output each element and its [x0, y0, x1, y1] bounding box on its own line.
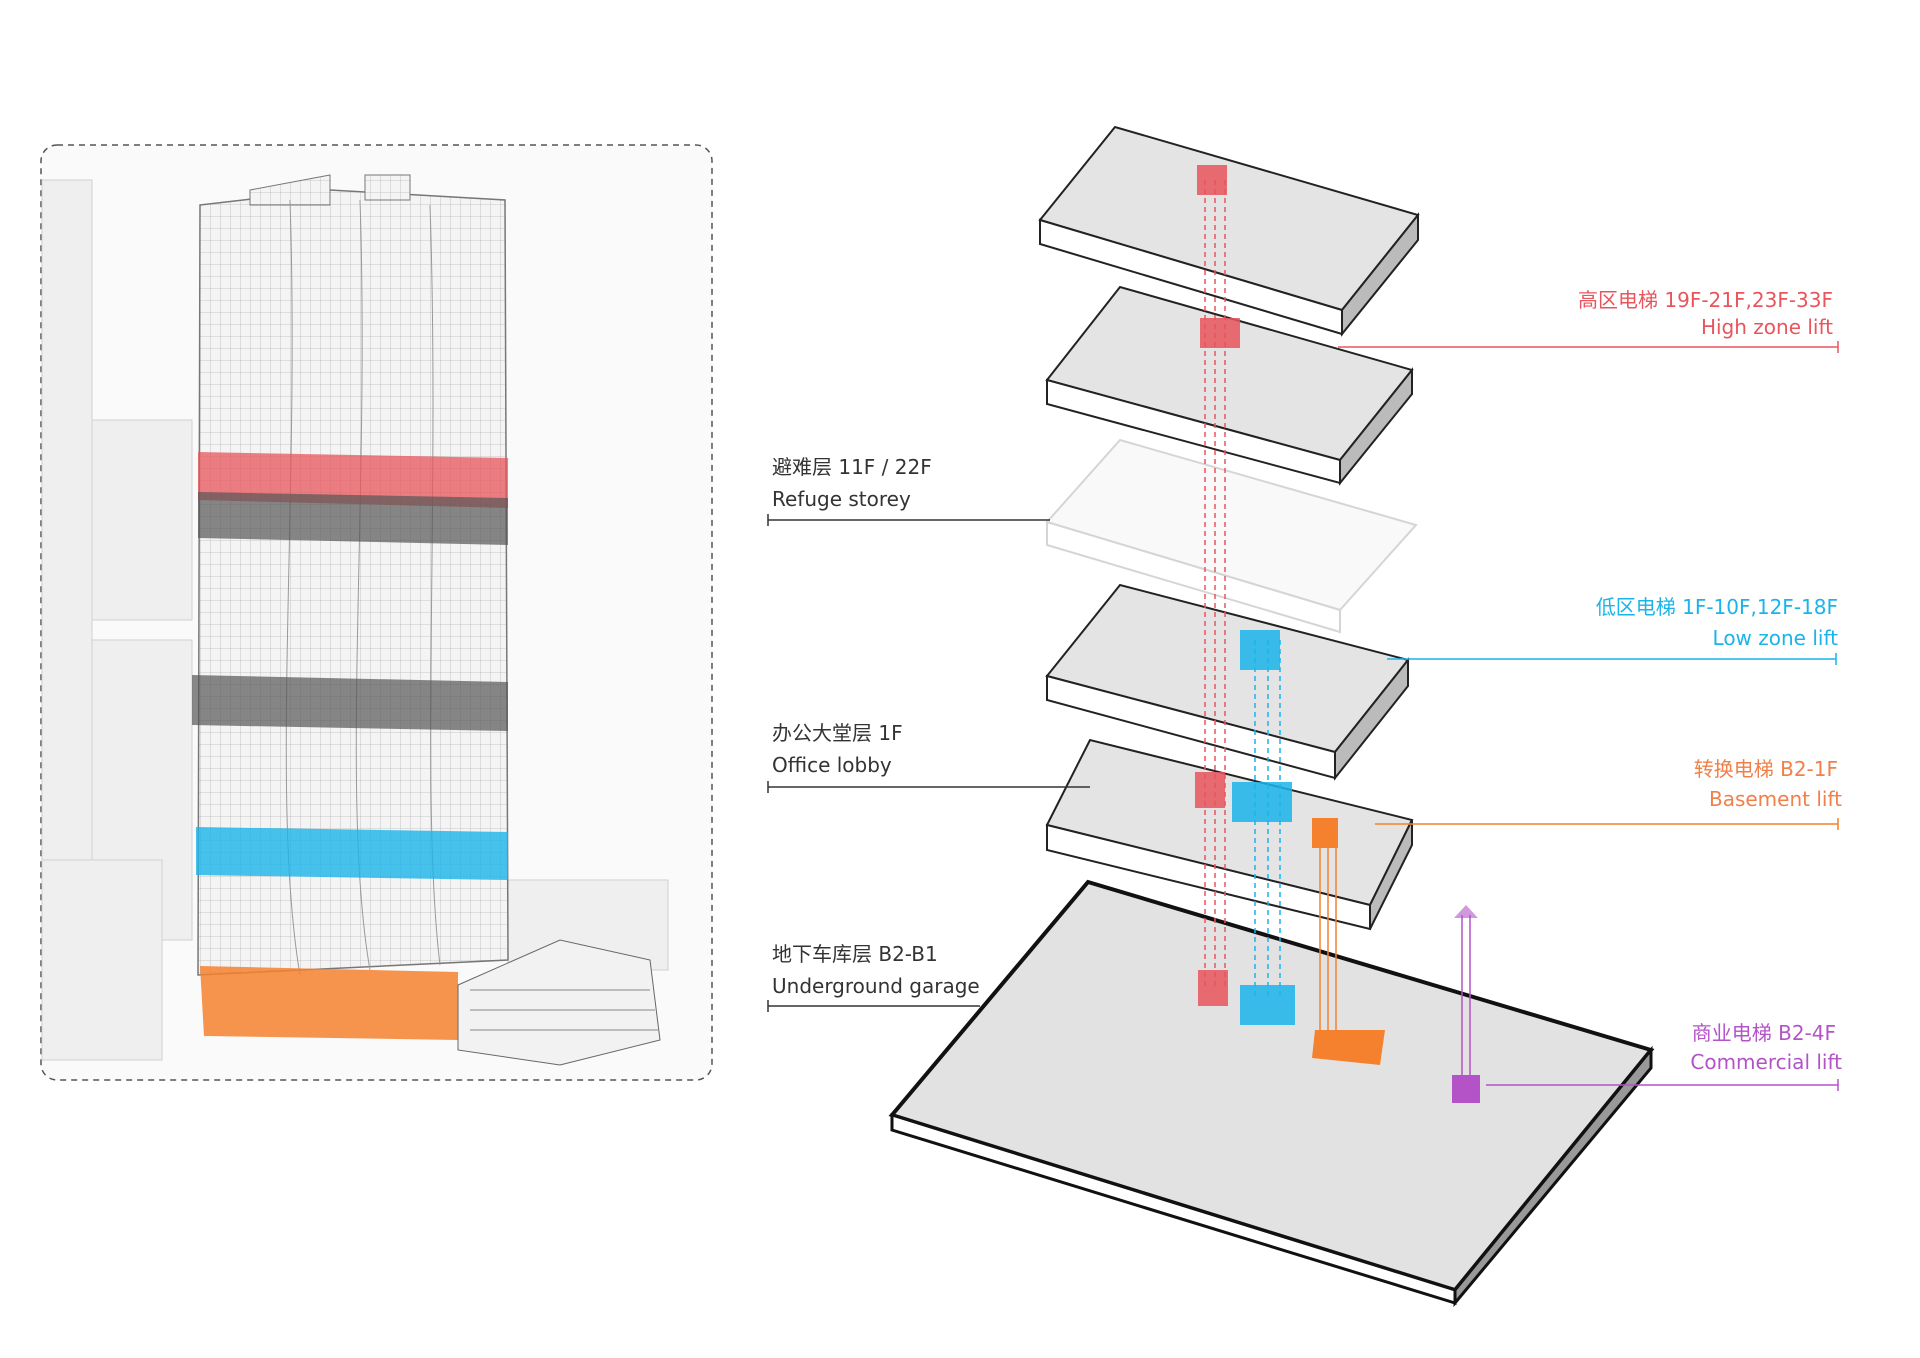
floor-plate-low — [1045, 583, 1410, 781]
floor-plate-top — [1038, 125, 1420, 337]
basement-podium-band — [200, 966, 458, 1040]
label-low-zone-lift: 低区电梯 1F-10F,12F-18F Low zone lift — [1596, 595, 1838, 650]
lift-shafts — [1204, 180, 1478, 1080]
label-cn: 地下车库层 B2-B1 — [772, 942, 938, 966]
label-en: Underground garage — [772, 974, 980, 998]
label-underground-garage: 地下车库层 B2-B1 Underground garage — [772, 942, 980, 998]
label-commercial-lift: 商业电梯 B2-4F Commercial lift — [1690, 1021, 1842, 1074]
label-refuge-storey: 避难层 11F / 22F Refuge storey — [772, 455, 932, 511]
podium-building — [457, 939, 661, 1066]
refuge-band-lower — [192, 675, 508, 731]
label-en: Low zone lift — [1713, 626, 1839, 650]
low-zone-band — [196, 827, 508, 880]
label-en: Basement lift — [1709, 787, 1842, 811]
label-cn: 避难层 11F / 22F — [772, 455, 932, 479]
exploded-axonometric — [888, 125, 1655, 1308]
up-arrow-icon — [1454, 905, 1478, 918]
floor-plate-high — [1045, 285, 1414, 486]
label-cn: 商业电梯 B2-4F — [1692, 1021, 1836, 1045]
label-cn: 转换电梯 B2-1F — [1694, 757, 1838, 781]
label-en: Commercial lift — [1690, 1050, 1842, 1074]
label-en: Office lobby — [772, 753, 892, 777]
label-office-lobby: 办公大堂层 1F Office lobby — [772, 721, 903, 777]
tower-context-view — [40, 144, 713, 1081]
refuge-band-upper — [198, 492, 508, 545]
label-high-zone-lift: 高区电梯 19F-21F,23F-33F High zone lift — [1578, 288, 1833, 339]
label-cn: 高区电梯 19F-21F,23F-33F — [1578, 288, 1833, 312]
label-cn: 办公大堂层 1F — [772, 721, 903, 745]
tower — [192, 174, 509, 1040]
floor-plate-garage — [888, 879, 1655, 1308]
floor-plate-refuge — [1045, 438, 1418, 634]
label-cn: 低区电梯 1F-10F,12F-18F — [1596, 595, 1838, 619]
leader-lines — [767, 341, 1839, 1091]
label-basement-lift: 转换电梯 B2-1F Basement lift — [1694, 757, 1842, 811]
label-en: High zone lift — [1701, 315, 1833, 339]
label-en: Refuge storey — [772, 487, 911, 511]
